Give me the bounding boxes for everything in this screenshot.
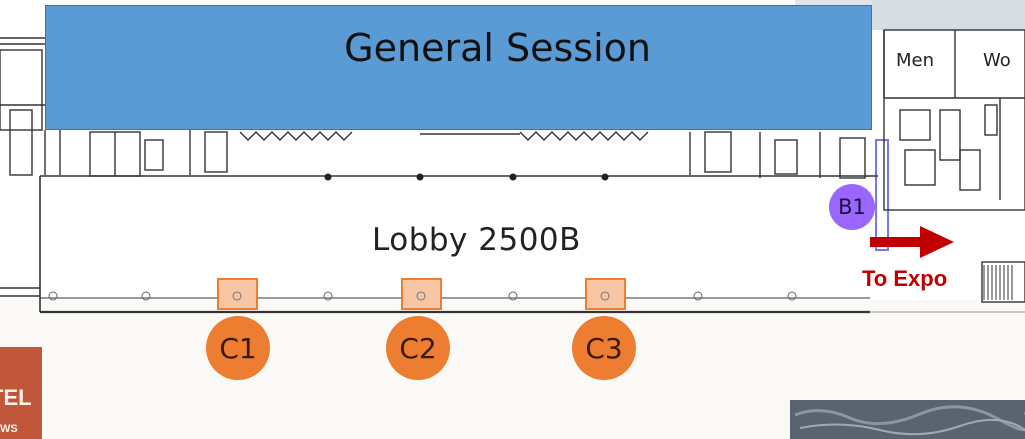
- columns: [324, 173, 609, 181]
- women-restroom-label: Wo: [983, 50, 1011, 71]
- marker-c3[interactable]: C3: [572, 316, 636, 380]
- marker-c1[interactable]: C1: [206, 316, 270, 380]
- marker-b1[interactable]: B1: [829, 184, 875, 230]
- marker-c2[interactable]: C2: [386, 316, 450, 380]
- to-expo-label[interactable]: To Expo: [862, 266, 948, 291]
- arrow-right-icon: [870, 226, 954, 258]
- hotel-badge-text: TEL: [0, 385, 32, 410]
- hotel-badge-subtext: WS: [0, 423, 18, 435]
- wall-lines: [0, 29, 1025, 314]
- marker-b1-label: B1: [838, 195, 866, 219]
- marker-c3-label: C3: [585, 331, 623, 365]
- hotel-badge: TEL WS: [0, 347, 42, 439]
- banner-title: General Session: [344, 26, 651, 70]
- lobby-label: Lobby 2500B: [372, 222, 581, 258]
- men-restroom-label: Men: [896, 50, 935, 71]
- marker-c2-label: C2: [399, 331, 437, 365]
- booth-squares: [217, 278, 626, 310]
- marker-c1-label: C1: [219, 331, 257, 365]
- general-session-banner: General Session: [45, 5, 872, 130]
- perimeter-columns: [48, 291, 797, 301]
